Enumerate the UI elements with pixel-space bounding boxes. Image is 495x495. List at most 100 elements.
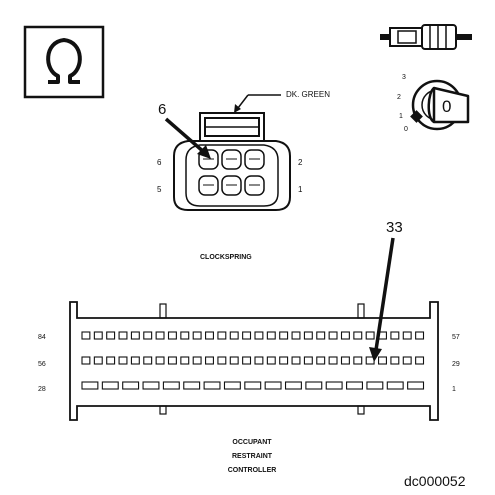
pin-cavity (264, 381, 282, 390)
pin-cavity (402, 356, 412, 365)
clockspring-pin-1-label: 1 (298, 185, 303, 194)
pin-cavity (328, 331, 338, 340)
pin-cavity (180, 356, 190, 365)
pin-cavity (325, 381, 343, 390)
pin-cavity (386, 381, 404, 390)
ignition-position-2: 2 (397, 94, 401, 101)
ignition-switch-icon: 3 2 1 0 0 (397, 74, 470, 133)
pin-cavity (365, 356, 375, 365)
pin-cavity (340, 356, 350, 365)
image-code: dc000052 (404, 473, 466, 489)
pin-cavity (279, 331, 289, 340)
pin-cavity (203, 381, 221, 390)
ignition-key-connector-icon (380, 24, 472, 50)
pin-cavity (402, 331, 412, 340)
pin-cavity (316, 331, 326, 340)
pin-cavity (122, 381, 140, 390)
pin-cavity (93, 356, 103, 365)
controller-pin-28-label: 28 (38, 386, 46, 393)
callout-clockspring-pin: 6 (158, 101, 166, 118)
pin-cavity (81, 331, 91, 340)
pin-cavity (254, 331, 264, 340)
pin-cavity (340, 331, 350, 340)
callout-arrow-pin-33 (369, 237, 395, 362)
pin-cavity (142, 381, 160, 390)
occupant-restraint-controller-connector (69, 301, 439, 421)
pin-cavity (155, 356, 165, 365)
pin-cavity (378, 356, 387, 365)
pin-cavity (305, 381, 323, 390)
pin-cavity (242, 356, 252, 365)
callout-arrow-pin-6 (164, 117, 211, 159)
callout-controller-pin: 33 (386, 219, 403, 236)
pin-cavity (353, 331, 363, 340)
resistance-ohm-icon (23, 25, 105, 99)
wire-color-label: DK. GREEN (286, 90, 330, 99)
pin-cavity (180, 331, 190, 340)
pin-cavity (118, 331, 128, 340)
pin-cavity (415, 331, 425, 340)
pin-cavity (390, 331, 400, 340)
pin-cavity (378, 331, 387, 340)
pin-cavity (346, 381, 363, 390)
pin-cavity (192, 356, 202, 365)
controller-pin-57-label: 57 (452, 334, 460, 341)
ignition-position-3: 3 (402, 74, 406, 81)
pin-cavity (303, 356, 313, 365)
pin-cavity (254, 356, 264, 365)
controller-pin-29-label: 29 (452, 361, 460, 368)
pin-cavity (229, 331, 239, 340)
pin-cavity (328, 356, 338, 365)
pin-cavity (279, 356, 289, 365)
clockspring-label: CLOCKSPRING (200, 254, 252, 261)
pin-cavity (365, 331, 375, 340)
pin-cavity (93, 331, 103, 340)
pin-cavity (217, 331, 227, 340)
pin-cavity (81, 381, 99, 390)
pin-cavity (81, 356, 91, 365)
pin-cavity (106, 331, 116, 340)
pin-cavity (291, 331, 301, 340)
pin-cavity (284, 381, 302, 390)
controller-pin-84-label: 84 (38, 334, 46, 341)
clockspring-pin-2-label: 2 (298, 158, 303, 167)
pin-cavity (291, 356, 301, 365)
pin-cavity (155, 331, 165, 340)
pin-cavity (101, 381, 119, 390)
pin-cavity (162, 381, 180, 390)
controller-pin-rows (81, 331, 425, 390)
clockspring-connector (173, 112, 291, 211)
controller-pin-1-label: 1 (452, 386, 456, 393)
pin-cavity (407, 381, 425, 390)
controller-label: OCCUPANT RESTRAINT CONTROLLER (228, 439, 277, 474)
pin-cavity (353, 356, 363, 365)
pin-cavity (143, 331, 153, 340)
pin-cavity (118, 356, 128, 365)
clockspring-pin-6-label: 6 (157, 158, 162, 167)
pin-cavity (244, 381, 262, 390)
pin-cavity (366, 381, 384, 390)
pin-cavity (167, 331, 177, 340)
wire-color-leader (234, 94, 281, 113)
pin-cavity (205, 331, 214, 340)
ignition-position-1: 1 (399, 113, 403, 120)
pin-cavity (130, 356, 140, 365)
controller-label-line-1: OCCUPANT (232, 439, 272, 446)
pin-cavity (205, 356, 214, 365)
pin-cavity (217, 356, 227, 365)
pin-cavity (192, 331, 202, 340)
pin-cavity (415, 356, 425, 365)
clockspring-pin-5-label: 5 (157, 185, 162, 194)
pin-cavity (229, 356, 239, 365)
pin-cavity (223, 381, 241, 390)
pin-cavity (390, 356, 400, 365)
pin-cavity (266, 331, 276, 340)
pin-cavity (303, 331, 313, 340)
pin-cavity (130, 331, 140, 340)
pin-cavity (316, 356, 326, 365)
ignition-key-mark: 0 (442, 97, 451, 116)
pin-cavity (106, 356, 116, 365)
pin-cavity (167, 356, 177, 365)
controller-label-line-3: CONTROLLER (228, 467, 277, 474)
